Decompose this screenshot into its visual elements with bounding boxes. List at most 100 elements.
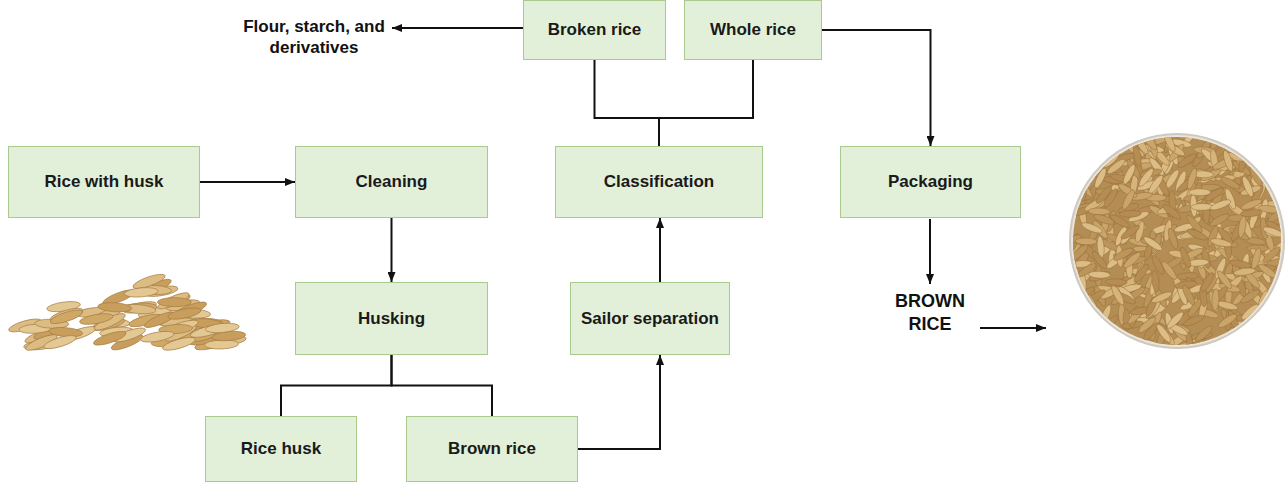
box-label: Cleaning bbox=[356, 171, 428, 192]
rice-grain bbox=[1160, 260, 1179, 282]
process-box: Whole rice bbox=[684, 0, 822, 60]
rice-grain bbox=[1208, 212, 1231, 229]
rice-grain bbox=[1261, 245, 1282, 265]
rice-grain bbox=[1181, 284, 1197, 307]
rice-grain bbox=[1209, 198, 1232, 212]
rice-grain bbox=[1199, 271, 1216, 293]
rice-grain bbox=[1137, 167, 1156, 189]
flow-connector bbox=[659, 60, 753, 146]
rice-grain bbox=[1240, 175, 1255, 198]
output-arrow bbox=[980, 327, 1046, 329]
box-label: Packaging bbox=[888, 171, 973, 192]
rice-grain bbox=[1256, 289, 1270, 312]
rice-grain bbox=[1211, 288, 1219, 310]
rice-grain bbox=[1162, 130, 1178, 153]
paddy-grain-pile bbox=[7, 272, 246, 354]
rice-grain bbox=[1250, 247, 1263, 270]
paddy-grain bbox=[49, 307, 84, 326]
process-box: Rice husk bbox=[205, 416, 357, 482]
rice-grain bbox=[1221, 149, 1234, 172]
rice-grain bbox=[1161, 203, 1183, 222]
rice-bowl-fill bbox=[1073, 137, 1281, 345]
rice-grain bbox=[1092, 167, 1108, 190]
paddy-grain bbox=[124, 286, 159, 298]
process-box: Cleaning bbox=[295, 146, 488, 218]
rice-grain bbox=[1185, 338, 1208, 352]
process-box: Packaging bbox=[840, 146, 1021, 218]
output-arrow bbox=[929, 219, 931, 284]
rice-grain bbox=[1069, 190, 1092, 201]
rice-grain bbox=[1191, 203, 1213, 210]
rice-grain bbox=[1239, 288, 1261, 305]
flow-connector bbox=[281, 355, 392, 416]
rice-grain bbox=[1132, 263, 1151, 285]
process-box: Brown rice bbox=[406, 416, 578, 482]
rice-grain bbox=[1223, 187, 1237, 210]
output-label: BROWN RICE bbox=[888, 290, 972, 335]
process-box: Classification bbox=[555, 146, 763, 218]
rice-grain bbox=[1257, 262, 1279, 280]
paddy-grain bbox=[205, 322, 240, 334]
rice-grain bbox=[1237, 215, 1247, 238]
rice-grain bbox=[1088, 208, 1110, 216]
box-label: Rice with husk bbox=[44, 171, 163, 192]
rice-grain bbox=[1233, 267, 1256, 277]
rice-grain bbox=[1140, 130, 1159, 151]
rice-grain bbox=[1120, 188, 1136, 211]
rice-grain bbox=[1262, 225, 1285, 239]
rice-grain bbox=[1151, 270, 1160, 293]
rice-grain bbox=[1132, 144, 1143, 167]
rice-grain bbox=[1102, 149, 1122, 169]
output-arrow bbox=[392, 27, 523, 29]
rice-grain bbox=[1215, 269, 1234, 291]
paddy-grain bbox=[98, 302, 133, 313]
paddy-grain bbox=[161, 335, 196, 353]
box-label: Whole rice bbox=[710, 19, 796, 40]
paddy-grain bbox=[79, 312, 114, 327]
rice-grain bbox=[1085, 288, 1107, 306]
rice-grain bbox=[1119, 223, 1141, 241]
paddy-grain bbox=[92, 329, 127, 348]
rice-grain bbox=[1080, 221, 1103, 235]
box-label: Brown rice bbox=[448, 438, 536, 459]
rice-grain bbox=[1189, 189, 1211, 196]
flow-connector bbox=[392, 355, 493, 416]
rice-grain bbox=[1178, 246, 1193, 269]
rice-grain bbox=[1240, 209, 1262, 218]
rice-grain bbox=[1085, 293, 1100, 316]
rice-grain bbox=[1165, 310, 1185, 330]
flow-connector bbox=[578, 355, 660, 449]
flow-connector bbox=[200, 181, 295, 183]
rice-grain bbox=[1216, 312, 1238, 330]
rice-grain bbox=[1105, 278, 1127, 285]
rice-grain bbox=[1069, 243, 1090, 263]
rice-grain bbox=[1094, 184, 1114, 205]
rice-grain bbox=[1079, 179, 1086, 201]
rice-grain bbox=[1098, 304, 1113, 327]
box-label: Rice husk bbox=[241, 438, 321, 459]
rice-grain bbox=[1155, 322, 1174, 344]
rice-grain bbox=[1166, 227, 1180, 250]
rice-grain bbox=[1092, 212, 1115, 226]
rice-grain bbox=[1122, 250, 1143, 270]
rice-grain bbox=[1182, 313, 1205, 328]
flow-connector bbox=[595, 60, 660, 146]
paddy-grain bbox=[167, 306, 202, 322]
flow-connector bbox=[659, 218, 661, 282]
rice-grain bbox=[1121, 163, 1137, 186]
box-label: Classification bbox=[604, 171, 715, 192]
flow-connector bbox=[391, 218, 393, 282]
rice-grain bbox=[1100, 313, 1120, 334]
rice-grain bbox=[1090, 250, 1109, 271]
rice-grain bbox=[1240, 302, 1261, 322]
rice-grain bbox=[1142, 235, 1164, 253]
rice-bowl bbox=[1070, 134, 1284, 348]
rice-grain bbox=[1088, 271, 1110, 279]
output-label: Flour, starch, and derivatives bbox=[243, 16, 385, 59]
box-label: Sailor separation bbox=[581, 308, 719, 329]
box-label: Broken rice bbox=[548, 19, 642, 40]
